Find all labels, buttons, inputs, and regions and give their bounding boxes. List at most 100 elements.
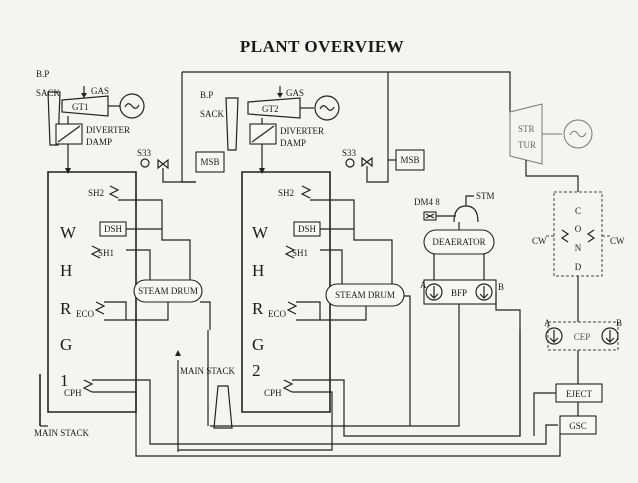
- generator-1: [119, 93, 145, 119]
- eco-coil-2: [286, 301, 298, 315]
- bfp-b-label: B: [498, 282, 504, 292]
- whrg2-letter-w: W: [252, 223, 269, 242]
- dm48-label: DM4 8: [414, 197, 440, 207]
- gas-label-1: GAS: [91, 86, 109, 96]
- cep-a-label: A: [544, 318, 551, 328]
- whrg2-casing: [241, 171, 331, 413]
- msb-label-1: MSB: [200, 157, 219, 167]
- whrg2-letter-h: H: [252, 261, 264, 280]
- gt2-turbine: [247, 97, 301, 119]
- cond-coil-right: [586, 229, 596, 243]
- cph-return-1b: [122, 391, 561, 457]
- valve-1: [157, 158, 169, 170]
- main-stack-label-left: MAIN STACK: [34, 428, 90, 438]
- sh1-label-1: SH1: [98, 248, 114, 258]
- sack-label-mid: SACK: [200, 109, 225, 119]
- diverter-label-1: DIVERTER: [86, 125, 130, 135]
- damp-label-1: DAMP: [86, 137, 112, 147]
- bp-label-left: B.P: [36, 69, 49, 79]
- deaerator-label: DEAERATOR: [432, 237, 485, 247]
- whrg1-letter-h: H: [60, 261, 72, 280]
- bypass-stack-1: [47, 91, 61, 146]
- deaerator-dome: [453, 205, 479, 223]
- valve-2: [361, 156, 373, 168]
- bfp-label: BFP: [451, 288, 467, 298]
- cep-pump-a: [545, 327, 563, 345]
- whrg1-letter-1: 1: [60, 371, 69, 390]
- dsh-label-2: DSH: [298, 224, 317, 234]
- bp-label-mid: B.P: [200, 90, 213, 100]
- main-stack-mid: [213, 385, 233, 429]
- whrg2-letter-2: 2: [252, 361, 261, 380]
- cph-coil-2: [282, 379, 294, 393]
- gt1-label: GT1: [72, 102, 89, 112]
- bypass-stack-2: [225, 97, 239, 151]
- dsh-label-1: DSH: [104, 224, 123, 234]
- gas-arrow-2: [277, 93, 283, 98]
- whrg2-letter-g: G: [252, 335, 264, 354]
- diagram-title: PLANT OVERVIEW: [240, 37, 404, 56]
- bfp-pump-b: [475, 283, 493, 301]
- bfp-a-label: A: [420, 280, 427, 290]
- gsc-box: [559, 415, 597, 435]
- sh1-coil-2: [284, 245, 296, 259]
- cond-letter-n: N: [575, 243, 582, 253]
- generator-2: [314, 95, 340, 121]
- cond-letter-o: O: [575, 224, 582, 234]
- cw-label-left: CW: [532, 236, 547, 246]
- gas-label-2: GAS: [286, 88, 304, 98]
- eco-coil-1: [94, 301, 106, 315]
- cph-return-1: [122, 379, 547, 445]
- cph-coil-1: [82, 379, 94, 393]
- eject-label: EJECT: [566, 389, 593, 399]
- cph-label-2: CPH: [264, 388, 282, 398]
- eco-label-2: ECO: [268, 309, 287, 319]
- gt2-section: B.P SACK GAS GT2 DIVERTER DAMP S33 MSB: [181, 71, 425, 183]
- s33-instrument-1: [140, 158, 150, 168]
- whrg2-letter-r: R: [252, 299, 264, 318]
- cond-letter-c: C: [575, 206, 581, 216]
- cond-letter-d: D: [575, 262, 582, 272]
- sh2-coil-2: [300, 185, 312, 199]
- bfp-pump-a: [425, 283, 443, 301]
- msb-label-2: MSB: [400, 155, 419, 165]
- steam-turbine: [509, 103, 543, 165]
- steam-drum-label-2: STEAM DRUM: [335, 290, 395, 300]
- cond-coil-left: [560, 229, 570, 243]
- cep-block: [547, 321, 619, 351]
- cep-label: CEP: [574, 332, 591, 342]
- sh1-label-2: SH1: [292, 248, 308, 258]
- generator-st: [563, 119, 593, 149]
- s33-label-1: S33: [137, 148, 152, 158]
- damp-label-2: DAMP: [280, 138, 306, 148]
- whrg1-letter-g: G: [60, 335, 72, 354]
- gsc-label: GSC: [569, 421, 587, 431]
- whrg1-letter-r: R: [60, 299, 72, 318]
- msb-1: [195, 151, 225, 173]
- s33-instrument-2: [345, 158, 355, 168]
- cep-pump-b: [601, 327, 619, 345]
- whrg1-letter-w: W: [60, 223, 77, 242]
- sh1-coil-1: [90, 245, 102, 259]
- gt2-label: GT2: [262, 104, 279, 114]
- generator-wave-1: [124, 103, 140, 109]
- cw-label-right: CW: [610, 236, 625, 246]
- cph-return-2: [318, 292, 521, 437]
- cph-label-1: CPH: [64, 388, 82, 398]
- stm-label: STM: [476, 191, 495, 201]
- generator-wave-2: [319, 105, 335, 111]
- gt1-turbine: [61, 95, 109, 117]
- whrg2: W H R G 2 SH2 DSH SH1 ECO CPH: [241, 171, 355, 413]
- diverter-label-2: DIVERTER: [280, 126, 324, 136]
- eco-label-1: ECO: [76, 309, 95, 319]
- steam-drum-label-1: STEAM DRUM: [138, 286, 198, 296]
- sh2-coil-1: [108, 185, 120, 199]
- sh2-label-1: SH2: [88, 188, 104, 198]
- cep-b-label: B: [616, 318, 622, 328]
- str-label: STR: [518, 124, 535, 134]
- tur-label: TUR: [518, 140, 536, 150]
- gas-arrow-1: [81, 93, 87, 98]
- gt1-section: B.P SACK GAS GT1 DIVERTER DAMP S33 MSB: [36, 69, 225, 183]
